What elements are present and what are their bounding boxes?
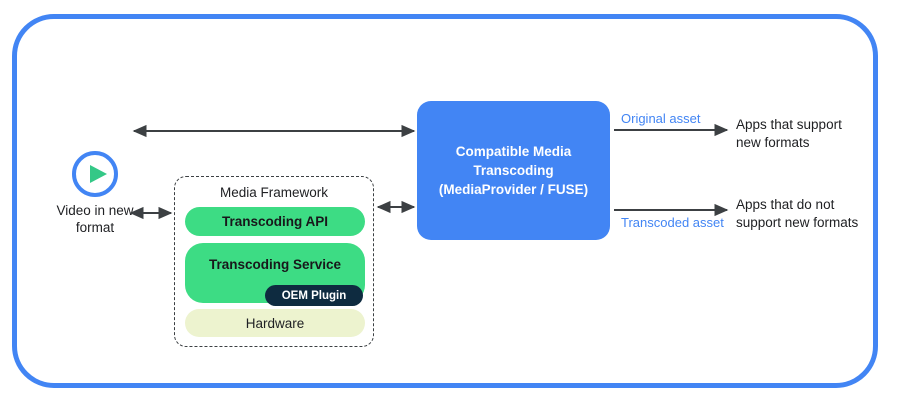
- play-circle-icon: [72, 151, 118, 197]
- hardware-box: Hardware: [185, 309, 365, 337]
- video-source-label: Video in new format: [56, 203, 134, 235]
- media-framework-container: Media Framework Transcoding API Transcod…: [174, 176, 374, 347]
- media-framework-title: Media Framework: [219, 185, 329, 200]
- cmt-line-2: Transcoding: [473, 162, 554, 178]
- cmt-line-1: Compatible Media: [455, 143, 572, 159]
- transcoded-asset-label: Transcoded asset: [621, 215, 724, 230]
- apps-that-do-not-support-new-formats-label: Apps that do not support new formats: [736, 197, 859, 231]
- play-triangle-icon: [90, 165, 107, 183]
- original-asset-label: Original asset: [621, 111, 701, 126]
- cmt-line-3: (MediaProvider / FUSE): [438, 182, 589, 198]
- transcoding-api-box: Transcoding API: [185, 207, 365, 236]
- apps-that-support-new-formats-label: Apps that support new formats: [736, 117, 842, 151]
- compatible-media-transcoding-box: Compatible Media Transcoding (MediaProvi…: [417, 101, 610, 240]
- oem-plugin-badge: OEM Plugin: [265, 285, 363, 306]
